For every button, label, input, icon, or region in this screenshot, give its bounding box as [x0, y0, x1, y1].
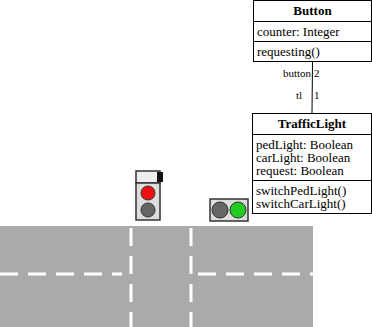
class-methods: switchPedLight() switchCarLight() [253, 180, 371, 213]
lane-marking [198, 273, 313, 276]
class-attributes: counter: Integer [254, 21, 371, 41]
lane-marking [0, 273, 122, 276]
push-button [157, 172, 163, 182]
off-lamp [212, 202, 228, 218]
role-label: 1 [314, 90, 320, 101]
role-label: button [283, 68, 311, 79]
class-methods: requesting() [254, 41, 371, 61]
uml-class: Buttoncounter: Integerrequesting() [253, 0, 372, 62]
class-attributes: pedLight: Boolean carLight: Boolean requ… [253, 134, 371, 180]
class-name: Button [254, 1, 371, 21]
uml-class: TrafficLightpedLight: Boolean carLight: … [252, 113, 372, 214]
road [0, 226, 313, 327]
lane-marking [190, 228, 193, 327]
role-label: 2 [314, 68, 320, 79]
green-lamp [230, 202, 246, 218]
button-box [136, 171, 160, 183]
role-label: tl [296, 90, 302, 101]
pedestrian-light [136, 183, 160, 220]
off-lamp [141, 203, 155, 217]
car-light [210, 199, 248, 221]
class-name: TrafficLight [253, 114, 371, 134]
red-lamp [141, 186, 155, 200]
lane-marking [130, 228, 133, 327]
association-line [312, 62, 314, 113]
